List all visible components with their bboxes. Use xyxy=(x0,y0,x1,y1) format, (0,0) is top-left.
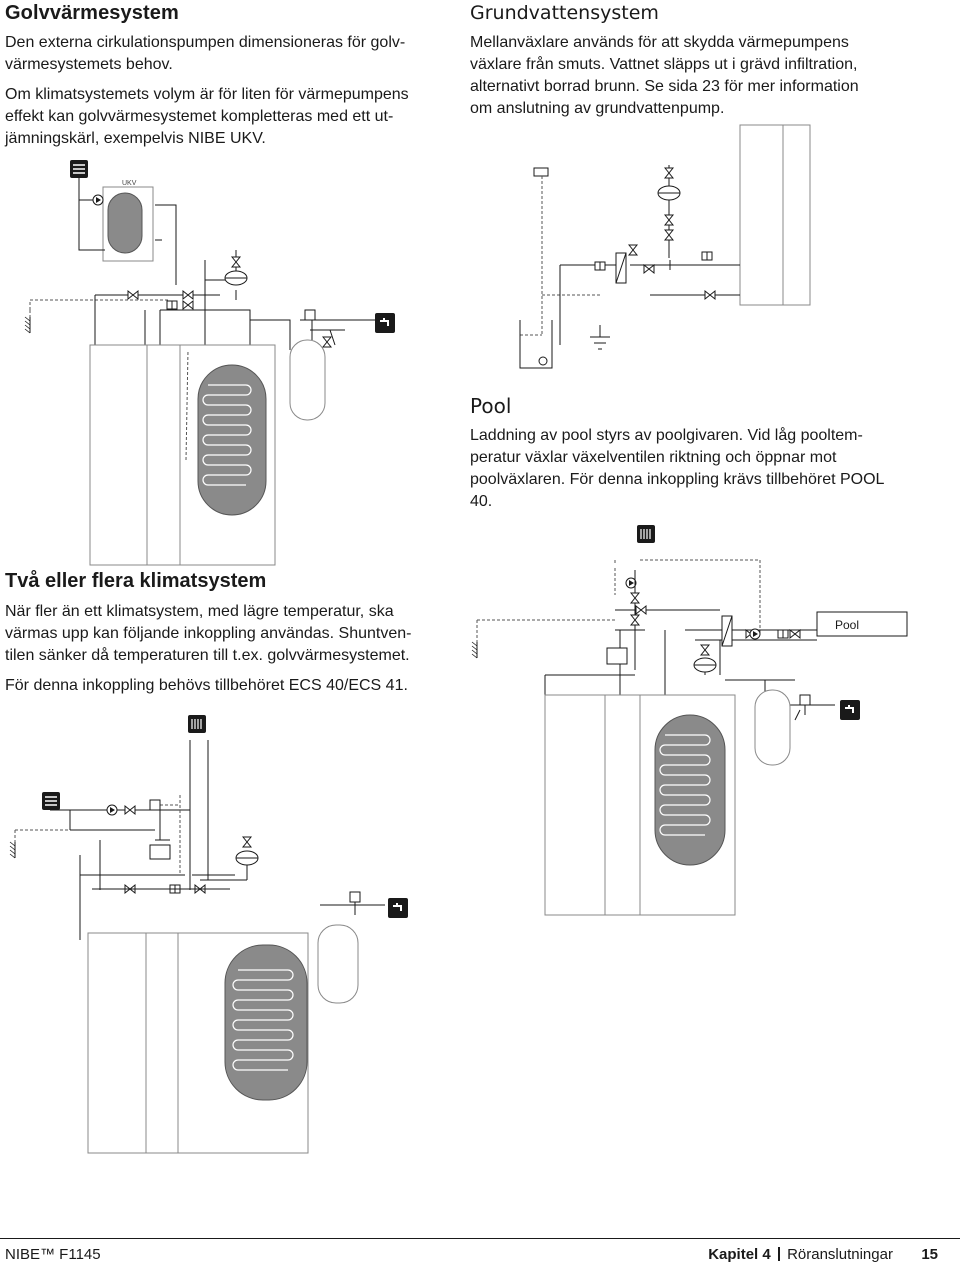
pool-label: Pool xyxy=(835,618,859,632)
tap-water-icon xyxy=(375,313,395,333)
heat-pump-unit xyxy=(544,689,791,916)
klimat-line: När fler än ett klimatsystem, med lägre … xyxy=(5,603,394,620)
ukv-tank: UKV xyxy=(102,180,154,262)
tap-water-icon xyxy=(388,898,408,918)
golv-line: värmesystemets behov. xyxy=(5,56,173,73)
klimat-line: För denna inkoppling behövs tillbehöret … xyxy=(5,677,408,694)
klimat-text: När fler än ett klimatsystem, med lägre … xyxy=(5,601,435,697)
pool-line: poolväxlaren. För denna inkoppling krävs… xyxy=(470,471,885,488)
diagram-grundvatten xyxy=(519,124,811,369)
radiator-icon xyxy=(188,715,206,733)
grund-line: Mellanväxlare används för att skydda vär… xyxy=(470,34,849,51)
footer-rule xyxy=(0,1238,960,1239)
floor-heating-icon xyxy=(42,792,60,810)
chapter-prefix: Kapitel 4 xyxy=(708,1246,771,1263)
heading-pool: Pool xyxy=(470,394,512,418)
diagram-klimatsystem xyxy=(9,715,408,1154)
radiator-icon xyxy=(637,525,655,543)
golv-text: Den externa cirkulationspumpen dimension… xyxy=(5,32,425,150)
golv-line: effekt kan golvvärmesystemet komplettera… xyxy=(5,108,394,125)
pool-line: Laddning av pool styrs av poolgivaren. V… xyxy=(470,427,863,444)
page-number: 15 xyxy=(921,1246,938,1263)
grund-line: alternativt borrad brunn. Se sida 23 för… xyxy=(470,78,859,95)
pool-line: 40. xyxy=(470,493,493,510)
ukv-label: UKV xyxy=(122,180,137,187)
heading-klimatsystem: Två eller flera klimatsystem xyxy=(5,570,267,592)
tap-water-icon xyxy=(840,700,860,720)
floor-heating-icon xyxy=(70,160,88,178)
footer-brand: NIBE™ F1145 xyxy=(5,1246,101,1263)
pool-text: Laddning av pool styrs av poolgivaren. V… xyxy=(470,425,900,513)
heat-pump-unit xyxy=(87,924,359,1154)
klimat-line: tilen sänker då temperaturen till t.ex. … xyxy=(5,647,410,664)
heading-golvvarmesystem: Golvvärmesystem xyxy=(5,2,179,24)
golv-line: Om klimatsystemets volym är för liten fö… xyxy=(5,86,409,103)
chapter-title: Röranslutningar xyxy=(787,1246,893,1263)
diagram-pool: Pool xyxy=(471,525,908,916)
grund-text: Mellanväxlare används för att skydda vär… xyxy=(470,32,900,120)
grund-line: om anslutning av grundvattenpump. xyxy=(470,100,725,117)
golv-line: jämningskärl, exempelvis NIBE UKV. xyxy=(5,130,266,147)
klimat-line: värmas upp kan följande inkoppling använ… xyxy=(5,625,412,642)
grund-line: växlare från smuts. Vattnet släpps ut i … xyxy=(470,56,858,73)
heat-pump-unit xyxy=(739,124,811,306)
pool-line: peratur växlar växelventilen riktning oc… xyxy=(470,449,837,466)
diagram-golvvarme: UKV xyxy=(24,160,395,566)
heading-grundvattensystem: Grundvattensystem xyxy=(470,2,659,24)
footer-chapter: Kapitel 4 Röranslutningar 15 xyxy=(708,1246,938,1263)
chapter-divider xyxy=(777,1247,780,1261)
golv-line: Den externa cirkulationspumpen dimension… xyxy=(5,34,406,51)
heat-pump-unit xyxy=(89,339,326,566)
